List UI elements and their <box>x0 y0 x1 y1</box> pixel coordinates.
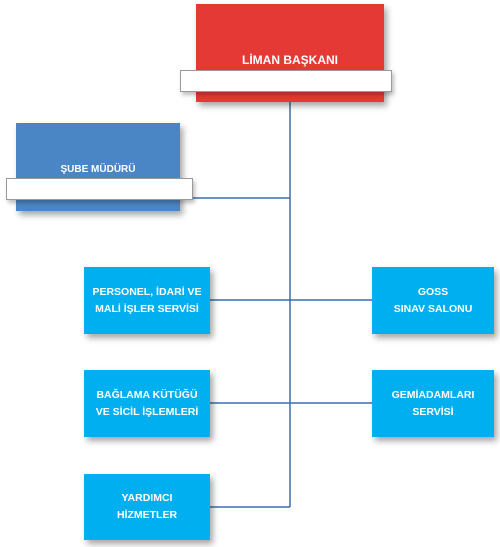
unit-yardimci-label: YARDIMCI HİZMETLER <box>116 492 178 521</box>
unit-gemiadamlari-label: GEMİADAMLARI SERVİSİ <box>391 388 475 418</box>
liman-baskani-strip <box>180 70 392 92</box>
unit-baglama-label: BAĞLAMA KÜTÜĞÜ VE SİCİL İŞLEMLERİ <box>95 388 199 418</box>
sube-muduru-label: ŞUBE MÜDÜRÜ <box>60 164 136 175</box>
unit-goss-label: GOSS SINAV SALONU <box>393 285 473 315</box>
unit-yardimci-hizmetler: YARDIMCI HİZMETLER <box>84 474 210 540</box>
unit-personel-label: PERSONEL, İDARİ VE MALİ İŞLER SERVİSİ <box>92 285 202 315</box>
unit-goss-sinav-salonu: GOSS SINAV SALONU <box>372 267 494 334</box>
unit-baglama-kutugu: BAĞLAMA KÜTÜĞÜ VE SİCİL İŞLEMLERİ <box>84 370 210 437</box>
unit-gemiadamlari-servisi: GEMİADAMLARI SERVİSİ <box>372 370 494 437</box>
sube-muduru-strip <box>6 178 193 200</box>
liman-baskani-label: LİMAN BAŞKANI <box>242 53 338 67</box>
unit-personel-idari-mali: PERSONEL, İDARİ VE MALİ İŞLER SERVİSİ <box>84 267 210 334</box>
